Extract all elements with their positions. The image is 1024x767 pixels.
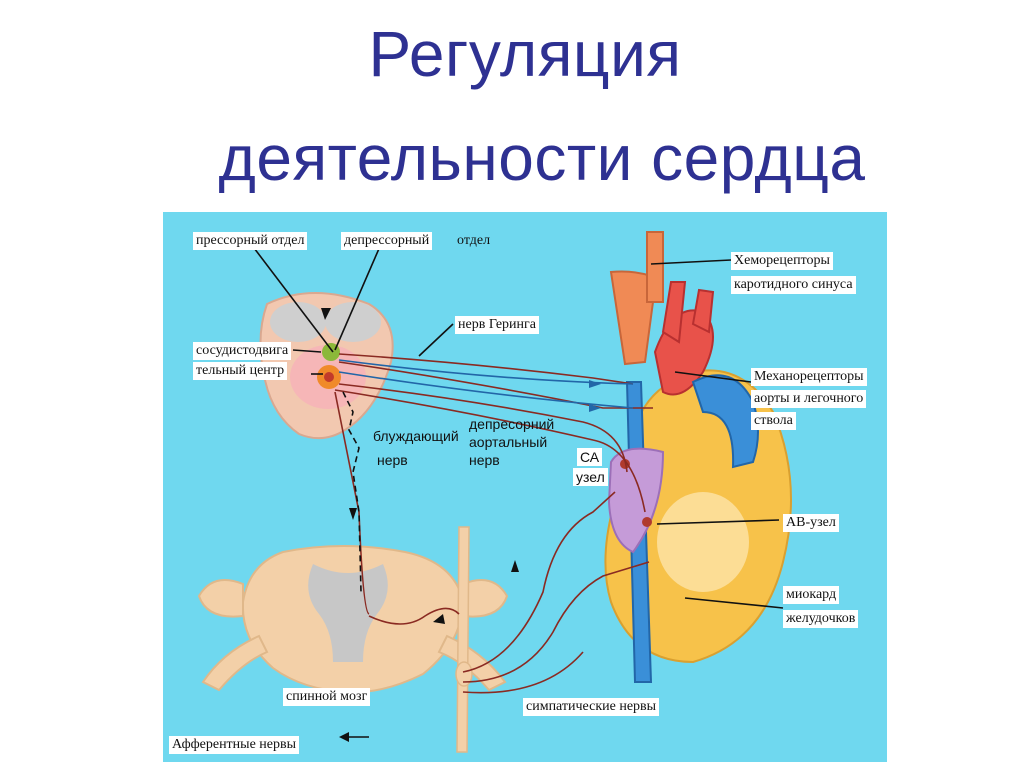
label-aortic-nerve-3: нерв: [469, 452, 500, 468]
label-mechanoreceptors-3: ствола: [751, 412, 796, 430]
spinal-cord-section: [197, 545, 509, 694]
label-afferent-nerves: Афферентные нервы: [169, 736, 300, 754]
medulla-section: [259, 292, 394, 440]
label-depressor-section-2: отдел: [457, 233, 491, 248]
arrows: [321, 308, 601, 742]
label-spinal-cord: спинной мозг: [283, 688, 371, 706]
label-myocardium-1: миокард: [783, 586, 840, 604]
label-vagus-nerve-2: нерв: [377, 452, 408, 468]
title-line-1: Регуляция: [368, 18, 682, 90]
label-depressor-section: депрессорный: [341, 232, 433, 250]
heart-regulation-diagram: прессорный отдел депрессорный отдел сосу…: [163, 212, 887, 762]
label-hering-nerve: нерв Геринга: [455, 316, 539, 334]
leader-lines: [250, 243, 784, 609]
label-av-node: АВ-узел: [783, 514, 839, 532]
label-vasomotor-center-1: сосудистодвига: [193, 342, 292, 360]
label-aortic-nerve-2: аортальный: [469, 434, 548, 450]
label-pressor-section: прессорный отдел: [193, 232, 308, 250]
label-aortic-nerve-1: депресорний: [469, 416, 555, 432]
label-vasomotor-center-2: тельный центр: [193, 362, 288, 380]
label-sa-node-1: СА: [577, 448, 603, 466]
label-chemoreceptors-1: Хеморецепторы: [731, 252, 833, 270]
diagram-illustration: [197, 231, 792, 753]
sympathetic-chain: [455, 526, 473, 753]
label-mechanoreceptors-1: Механорецепторы: [751, 368, 867, 386]
label-sa-node-2: узел: [573, 468, 608, 486]
label-vagus-nerve-1: блуждающий: [373, 428, 459, 444]
label-myocardium-2: желудочков: [783, 610, 859, 628]
title-line-2: деятельности сердца: [218, 122, 866, 194]
dashed-vagus: [342, 391, 362, 593]
label-mechanoreceptors-2: аорты и легочного: [751, 390, 867, 408]
label-chemoreceptors-2: каротидного синуса: [731, 276, 856, 294]
heart: [604, 231, 792, 683]
label-sympathetic-nerves: симпатические нервы: [523, 698, 660, 716]
